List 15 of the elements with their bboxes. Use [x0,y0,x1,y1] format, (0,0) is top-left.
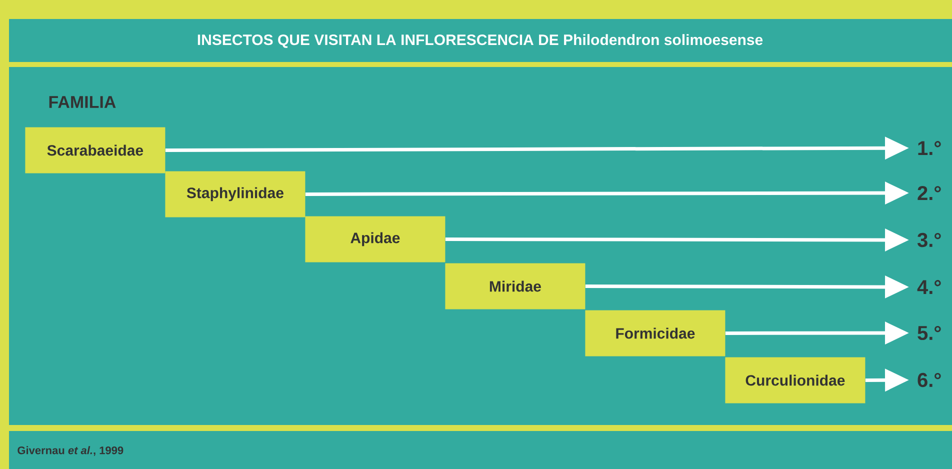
family-box: Formicidae [585,310,726,356]
family-box: Miridae [445,263,586,310]
family-box: Apidae [305,216,446,262]
rank-number: 1.° [918,141,941,155]
rank-number: 5.° [918,326,941,340]
column-heading: FAMILIA [49,96,116,108]
rank-number: 3.° [917,232,941,248]
rank-number: 6.° [918,372,941,388]
source-note: Givernau et al., 1999 [18,446,124,456]
rank-number: 2.° [918,186,941,200]
family-box: Scarabaeidae [25,127,166,174]
family-box: Curculionidae [725,357,866,404]
rank-number: 4.° [917,280,941,294]
family-box: Staphylinidae [165,171,306,218]
title: INSECTOS QUE VISITAN LA INFLORESCENCIA DE Philodendron solimoesense [198,34,763,48]
